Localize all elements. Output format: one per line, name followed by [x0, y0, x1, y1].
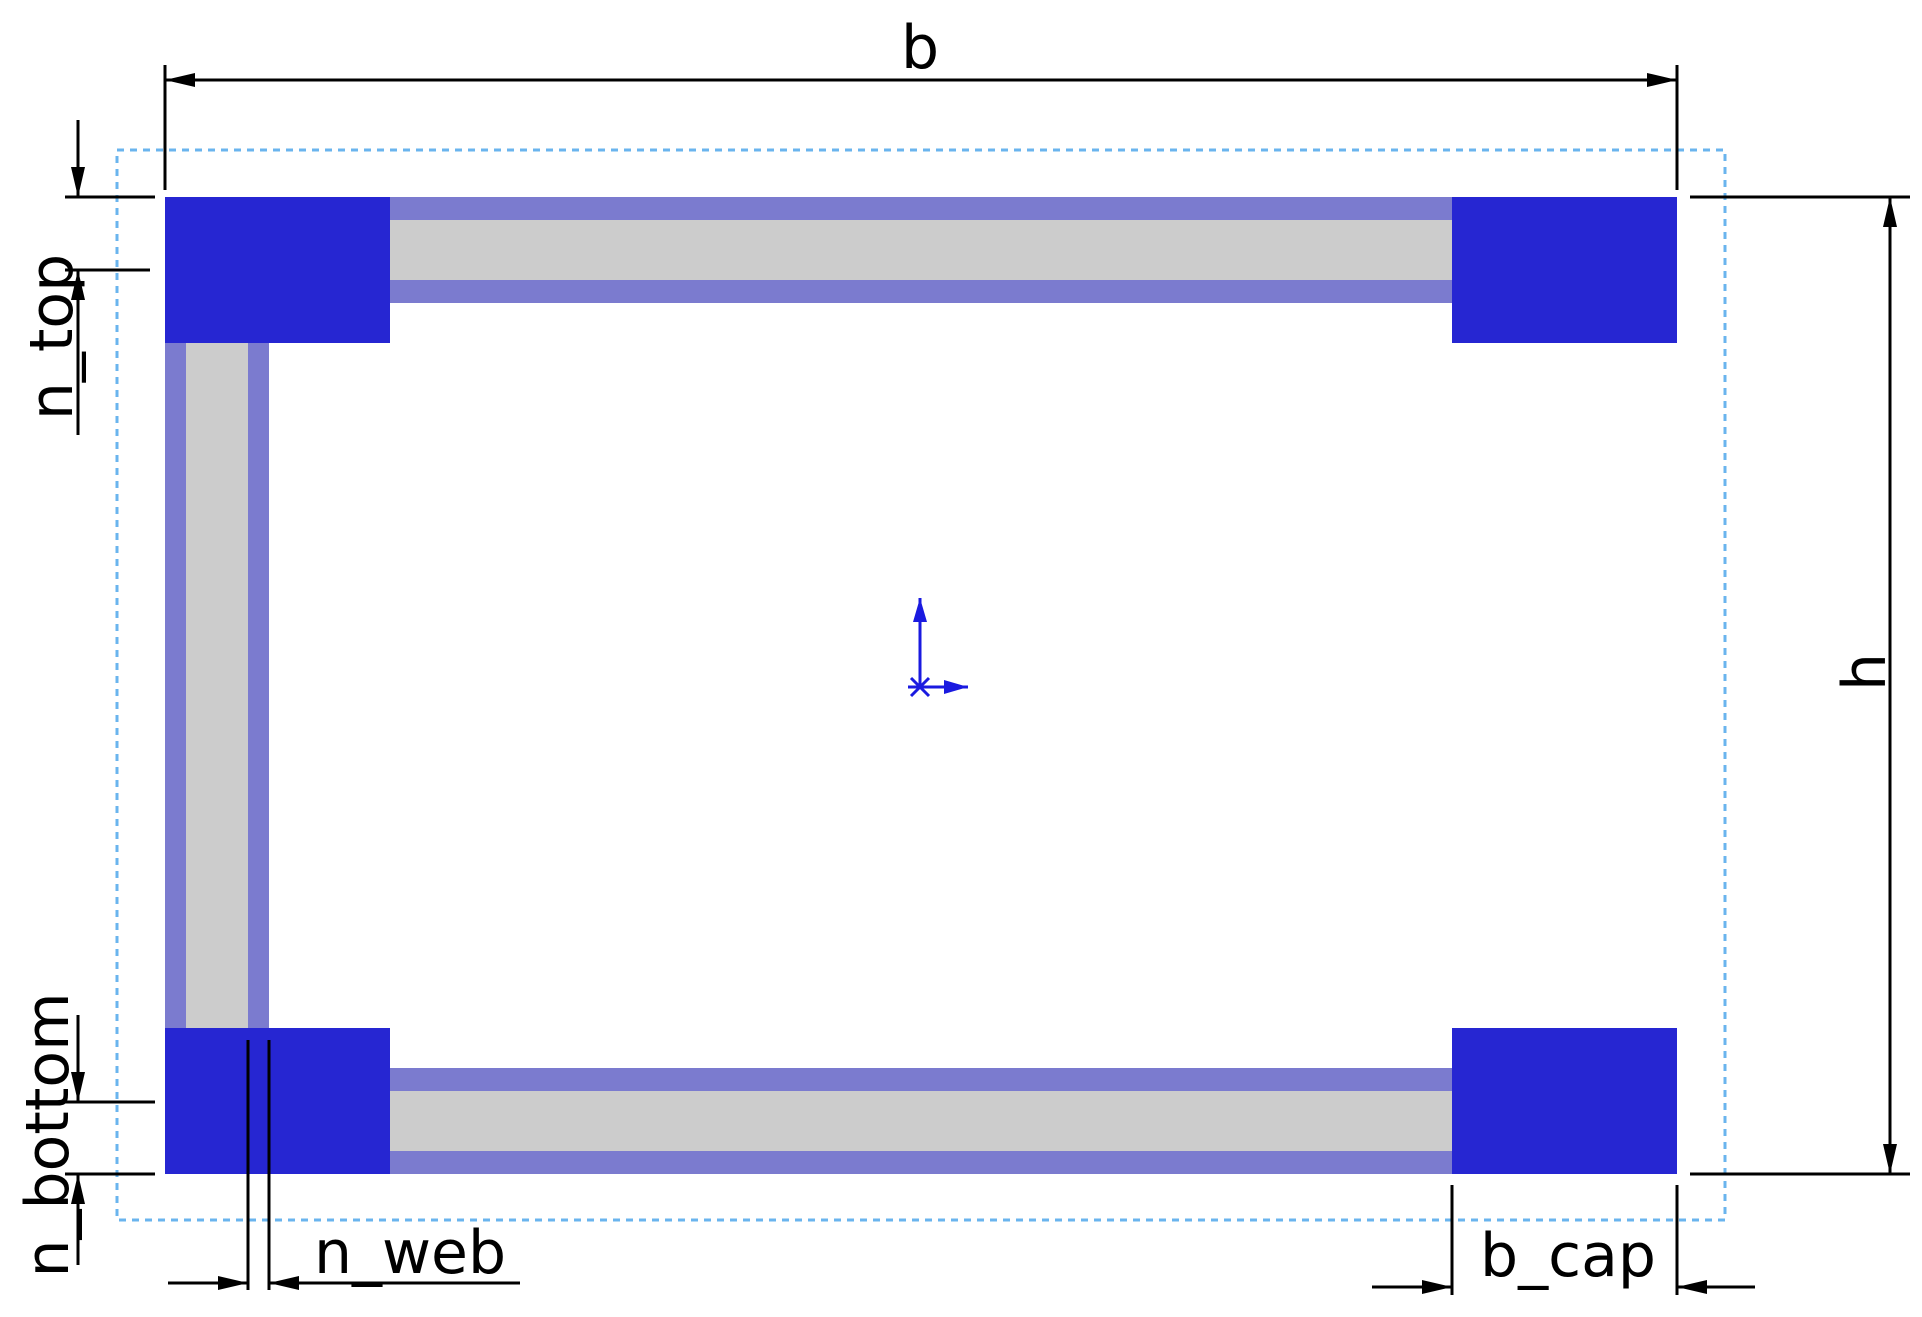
cap-top-right: [1452, 197, 1677, 343]
dimension-label-b-cap: b_cap: [1480, 1221, 1656, 1291]
dimension-label-n-web: n_web: [314, 1218, 506, 1288]
dimension-n-top: [65, 120, 155, 435]
web: [165, 340, 269, 1030]
dimension-b-cap: [1372, 1185, 1755, 1295]
dimension-label-h: h: [1830, 653, 1900, 691]
dimension-h: [1690, 195, 1910, 1176]
dimension-label-n-top: n_top: [17, 254, 87, 420]
top-flange: [390, 197, 1452, 303]
cap-bottom-right: [1452, 1028, 1677, 1174]
dimension-label-n-bottom: n_bottom: [13, 992, 83, 1277]
bottom-flange: [390, 1068, 1452, 1174]
bottom-flange-core: [390, 1091, 1452, 1151]
dimension-n-bottom: [65, 1015, 155, 1265]
dimension-label-b: b: [901, 13, 939, 83]
dimension-n-web: [168, 1040, 520, 1290]
cap-top-left: [165, 197, 390, 343]
origin-axes-icon: [908, 598, 968, 698]
dimension-b: [163, 65, 1679, 190]
web-core: [186, 340, 248, 1030]
top-flange-core: [390, 220, 1452, 280]
cap-bottom-left: [165, 1028, 390, 1174]
